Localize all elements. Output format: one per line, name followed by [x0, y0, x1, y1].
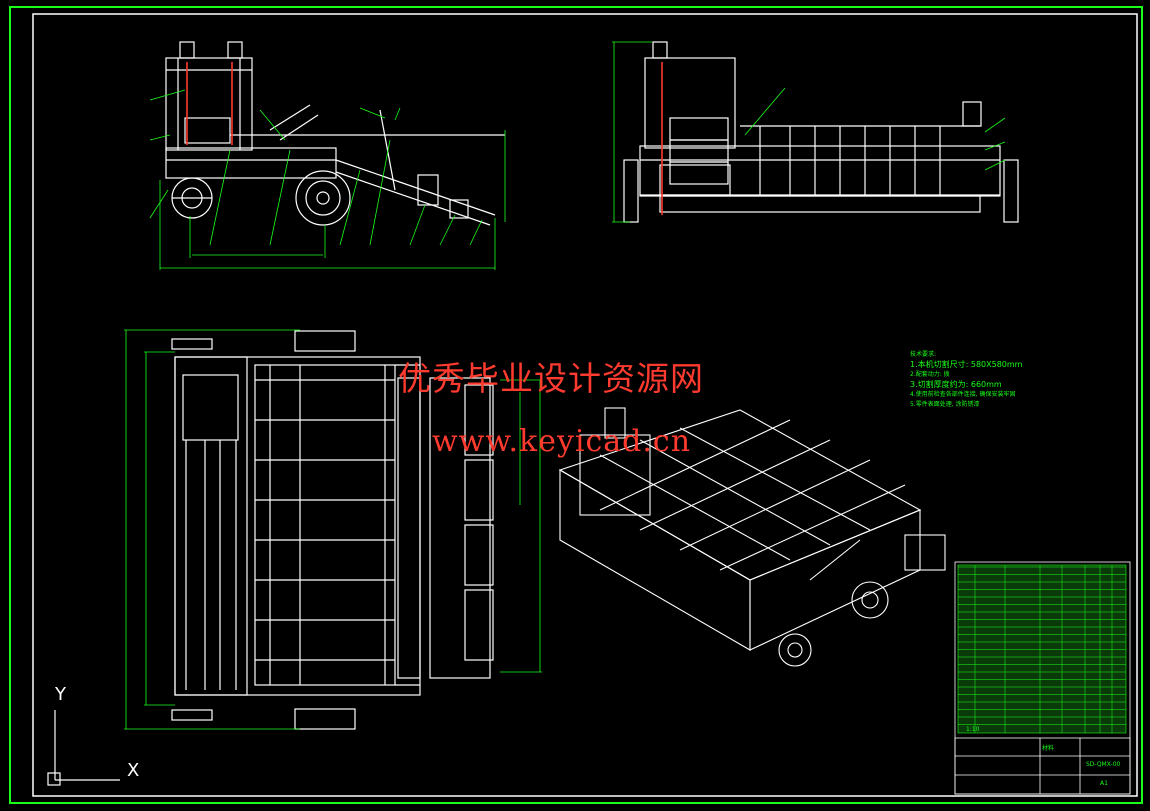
title-block-scale: 1:10 — [966, 726, 980, 733]
technical-note-3: 3.切割厚度约为: 660mm — [910, 380, 1002, 389]
inner-frame — [32, 13, 1138, 797]
outer-frame — [9, 6, 1143, 804]
title-block-drawing-number: SD-QMX-00 — [1086, 761, 1121, 768]
front-elevation-view — [165, 41, 505, 226]
plan-view-dimensions — [124, 329, 542, 730]
technical-note-5: 5.零件表面处理, 涂防锈漆 — [910, 401, 980, 408]
isometric-view — [558, 407, 946, 667]
technical-note-1: 1.本机切割尺寸: 580X580mm — [910, 360, 1023, 369]
ucs-icon — [47, 710, 120, 786]
watermark-title: 优秀毕业设计资源网 — [398, 359, 704, 398]
front-elevation-accents — [186, 62, 233, 145]
bill-of-materials — [957, 564, 1127, 734]
side-elevation-view — [623, 41, 1019, 223]
title-block-material: 材料 — [1042, 745, 1055, 752]
title-block-sheet-size: A1 — [1100, 780, 1108, 787]
technical-notes: 技术要求: 1.本机切割尺寸: 580X580mm 2.配套动力: 拨 3.切割… — [910, 350, 1022, 410]
side-elevation-dimensions — [612, 41, 1006, 223]
ucs-y-label: Y — [55, 684, 66, 705]
technical-note-4: 4.使用前检查各部件连接, 确保安装牢固 — [910, 391, 1016, 398]
technical-note-2: 2.配套动力: 拨 — [910, 371, 950, 378]
technical-notes-heading: 技术要求: — [910, 351, 937, 358]
plan-view — [171, 330, 494, 730]
front-elevation-dimensions — [149, 89, 506, 270]
bom-rows — [958, 565, 1126, 733]
watermark-url: www.keyicad.cn — [432, 424, 692, 459]
title-block — [954, 561, 1131, 795]
ucs-x-label: X — [127, 760, 140, 781]
